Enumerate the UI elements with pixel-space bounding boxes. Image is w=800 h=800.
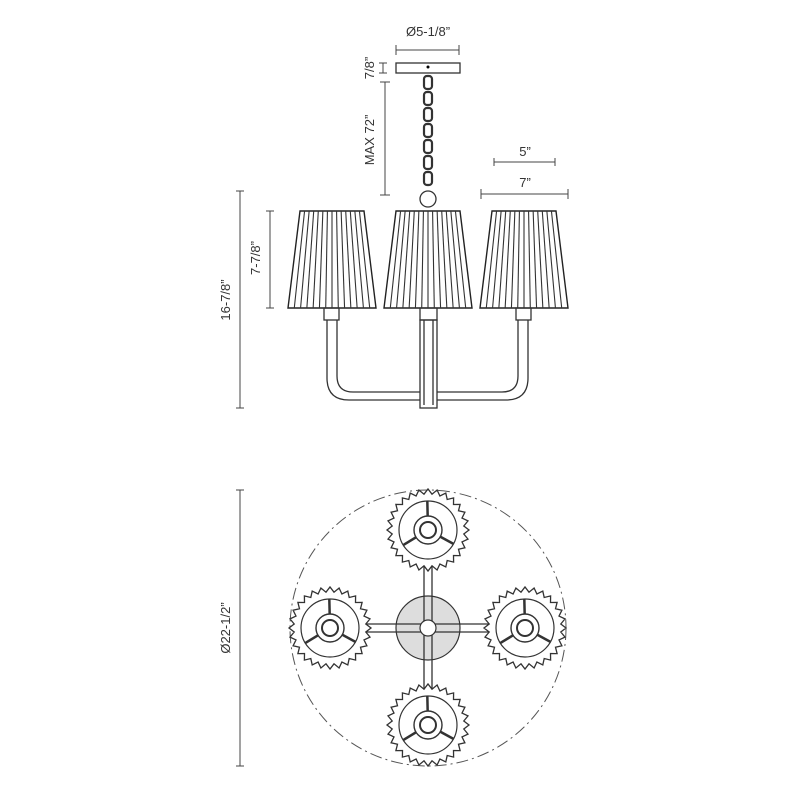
shade-rosette (385, 487, 471, 573)
chain-link (422, 90, 434, 107)
shade-top-label: 5” (519, 144, 531, 159)
chain (422, 74, 434, 187)
shade-rosette (287, 585, 373, 671)
overall-diameter-label: Ø22-1/2” (218, 602, 233, 653)
arms (323, 307, 532, 409)
chain-link (422, 154, 434, 171)
shade-height-label: 7-7/8” (248, 241, 263, 275)
chain-ring (419, 190, 437, 208)
lamp-shade (479, 210, 569, 309)
chain-link (422, 138, 434, 155)
canopy-diameter-label: Ø5-1/8” (406, 24, 450, 39)
chain-link (422, 170, 434, 187)
shade-bottom-views (287, 487, 568, 768)
chain-length-label: MAX 72” (362, 115, 377, 166)
chain-link (422, 122, 434, 139)
lamp-shade (383, 210, 473, 309)
shade-rosette (482, 585, 568, 671)
chain-link (422, 106, 434, 123)
side-view: Ø5-1/8” 7/8” MAX 72” 16-7/8” 7-7/8” 5” 7… (218, 24, 569, 409)
lamp-shades (287, 210, 569, 309)
shade-bottom-label: 7” (519, 175, 531, 190)
chain-link (422, 74, 434, 91)
lamp-shade (287, 210, 377, 309)
bottom-view: Ø22-1/2” (218, 487, 568, 768)
body-height-label: 16-7/8” (218, 279, 233, 320)
canopy-height-label: 7/8” (362, 57, 377, 79)
shade-rosette (385, 682, 471, 768)
dimension-lines (236, 45, 569, 409)
canopy (395, 62, 461, 74)
